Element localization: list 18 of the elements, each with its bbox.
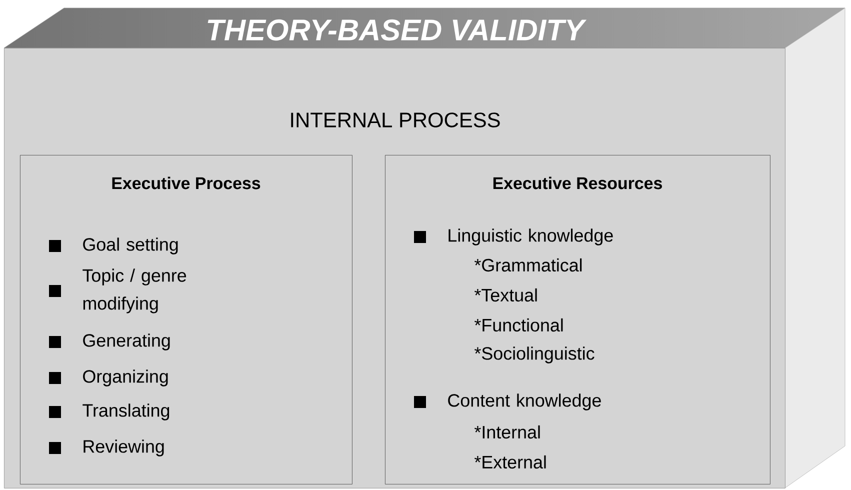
title: THEORY-BASED VALIDITY (208, 19, 587, 41)
panel-heading: INTERNAL PROCESS (291, 112, 500, 128)
sub-item: *Internal (474, 425, 540, 439)
sub-item: *Grammatical (474, 258, 582, 272)
box-heading: Executive Resources (493, 176, 662, 190)
bullet-item: Topic / genre modifying (49, 268, 186, 314)
sub-item: *Textual (474, 288, 537, 302)
sub-item: *External (474, 455, 546, 469)
bullet-item: Translating (49, 404, 170, 420)
sub-item: *Sociolinguistic (474, 346, 594, 364)
bullet-item: Linguistic knowledge (414, 228, 613, 246)
bullet-item: Reviewing (49, 440, 164, 456)
box-heading: Executive Process (112, 176, 260, 190)
bullet-item: Content knowledge (414, 394, 601, 410)
bullet-item: Goal setting (49, 238, 178, 254)
bullet-item: Organizing (49, 370, 168, 386)
sub-item: *Functional (474, 318, 563, 332)
bullet-item: Generating (49, 334, 170, 350)
